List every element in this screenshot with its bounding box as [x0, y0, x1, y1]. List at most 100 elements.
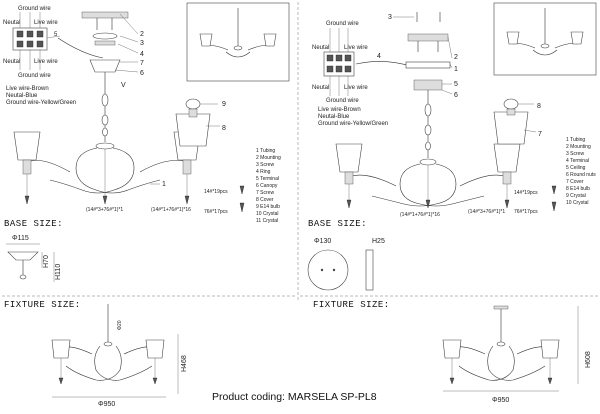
- left-part-5: 5 Terminal: [256, 176, 279, 182]
- right-legend-line-3: Ground wire-Yellow/Green: [318, 121, 388, 127]
- left-neutral-b-label: Neutal: [3, 59, 20, 65]
- left-callout-3: 3: [140, 40, 144, 47]
- right-callout-8: 8: [537, 103, 541, 110]
- left-part-6: 6 Canopy: [256, 183, 278, 189]
- left-base-canopy: [7, 251, 39, 261]
- left-shade-left: [13, 131, 41, 161]
- right-base-diameter: Φ130: [314, 238, 331, 245]
- left-callout-9: 9: [222, 101, 226, 108]
- left-neutral-label: Neutal: [3, 20, 20, 26]
- right-part-2: 2 Mounting: [566, 144, 591, 150]
- right-ground-top-label: Ground wire: [326, 21, 359, 27]
- right-legend-line-1: Live wire-Brown: [318, 107, 361, 113]
- left-callout-1: 1: [162, 181, 166, 188]
- right-crystal-formula-2: (14#*3+76#*1)*1: [468, 209, 505, 215]
- right-shade-right: [493, 143, 521, 173]
- left-callout-2: 2: [140, 31, 144, 38]
- right-live-label: Live wire: [344, 45, 368, 51]
- left-detail-shade: [175, 113, 211, 147]
- right-part-4: 4 Terminal: [566, 158, 589, 164]
- right-base-h25: H25: [372, 238, 385, 245]
- right-fixture-shade-left: [442, 339, 462, 359]
- right-fixture-size: FIXTURE SIZE: H608 Φ950: [300, 295, 598, 404]
- left-base-h70: H70: [43, 255, 50, 268]
- right-callout-6: 6: [454, 92, 458, 99]
- left-fixture-small-dim: Φ20: [117, 320, 123, 330]
- left-chandelier-drawing: 1 (14#*3+76#*1)*1 (14#*1+76#*1)*16: [13, 72, 201, 213]
- right-callout-3: 3: [388, 14, 392, 21]
- right-ground-bottom-label: Ground wire: [326, 98, 359, 104]
- left-legend-line-1: Live wire-Brown: [6, 86, 49, 92]
- right-part-8: 8 E14 bulb: [566, 186, 590, 192]
- left-canopy: [89, 59, 121, 73]
- left-ground-bottom-label: Ground wire: [18, 73, 51, 79]
- left-hub: [95, 142, 115, 150]
- left-parts-list: 1 Tubing 2 Mounting 3 Screw 4 Ring 5 Ter…: [204, 148, 281, 224]
- right-ceiling-plate: [405, 61, 451, 69]
- left-part-3: 3 Screw: [256, 162, 274, 168]
- left-wiring-diagram: Ground wire Neutal Live wire Neutal Live…: [3, 6, 76, 106]
- left-legend-line-2: Neutal-Blue: [6, 93, 38, 99]
- right-detail-bulb: [503, 98, 519, 110]
- left-live-b-label: Live wire: [34, 59, 58, 65]
- right-fixture-heading: FIXTURE SIZE:: [313, 300, 390, 310]
- right-part-1: 1 Tubing: [566, 137, 585, 143]
- left-part-10: 10 Crystal: [256, 211, 279, 217]
- left-legend-line-3: Ground wire-Yellow/Green: [6, 100, 76, 106]
- right-fixture-shade-right: [540, 339, 560, 359]
- right-chandelier-drawing: (14#*1+76#*1)*16 (14#*3+76#*1)*1: [335, 90, 521, 218]
- left-callout-7: 7: [140, 60, 144, 67]
- left-fixture-size: FIXTURE SIZE: Φ20 H468 Φ950: [2, 295, 296, 408]
- left-crystal-a: 14#*19pcs: [204, 189, 228, 195]
- right-canopy: [413, 79, 443, 91]
- right-base-size: BASE SIZE: Φ130 H25: [307, 219, 385, 291]
- left-base-size: BASE SIZE: Φ115 H70 H110: [4, 219, 63, 282]
- right-wiring-diagram: Ground wire Neutal Live wire Neutal Live…: [312, 21, 388, 127]
- left-mounting-bar: [81, 11, 129, 19]
- right-callout-7: 7: [538, 131, 542, 138]
- right-part-6: 6 Round nuts: [566, 172, 596, 178]
- left-base-heading: BASE SIZE:: [4, 219, 63, 229]
- right-callout-4: 4: [377, 53, 381, 60]
- left-base-diameter: Φ115: [12, 235, 29, 242]
- right-callout-2: 2: [454, 54, 458, 61]
- right-base-side: [365, 249, 374, 291]
- left-callout-6: 6: [140, 70, 144, 77]
- right-base-heading: BASE SIZE:: [308, 219, 367, 229]
- left-mounting-parts: 2 3 4 7 6 V: [57, 11, 144, 89]
- left-ground-top-label: Ground wire: [18, 6, 51, 12]
- right-neutral-b-label: Neutal: [312, 85, 329, 91]
- right-base-plate: [307, 249, 349, 291]
- right-part-5: 5 Ceiling: [566, 165, 586, 171]
- left-crystal-b: 76#*17pcs: [204, 209, 228, 215]
- left-live-label: Live wire: [34, 20, 58, 26]
- left-part-4: 4 Ring: [256, 169, 271, 175]
- right-crystal-a: 14#*19pcs: [514, 190, 538, 196]
- left-fixture-shade-right: [145, 339, 165, 359]
- right-part-3: 3 Screw: [566, 151, 584, 157]
- right-fixture-height: H608: [585, 351, 592, 368]
- left-part-8: 8 Cover: [256, 197, 274, 203]
- right-shade-left: [335, 143, 363, 173]
- left-part-2: 2 Mounting: [256, 155, 281, 161]
- left-part-11: 11 Crystal: [256, 218, 278, 224]
- right-neutral-label: Neutal: [312, 45, 329, 51]
- left-fixture-height: H468: [181, 355, 188, 372]
- left-callout-8: 8: [222, 125, 226, 132]
- left-part-7: 7 Screw: [256, 190, 274, 196]
- right-legend-line-2: Neutal-Blue: [318, 114, 350, 120]
- left-wire-lead: [57, 37, 104, 59]
- left-detail-bulb: [185, 98, 201, 110]
- left-callout-4: 4: [140, 51, 144, 58]
- left-fixture-shade-left: [51, 339, 71, 359]
- right-wire-lead: [355, 61, 411, 67]
- left-crystal-formula-1: (14#*3+76#*1)*1: [86, 207, 123, 213]
- right-crystal-formula-1: (14#*1+76#*1)*16: [400, 212, 440, 218]
- right-part-7: 7 Cover: [566, 179, 584, 185]
- right-callout-1: 1: [454, 66, 458, 73]
- left-callout-5a: 5: [54, 32, 58, 38]
- left-part-1: 1 Tubing: [256, 148, 275, 154]
- left-callout-v: V: [121, 82, 126, 89]
- right-shade-detail: 8 7: [493, 98, 542, 145]
